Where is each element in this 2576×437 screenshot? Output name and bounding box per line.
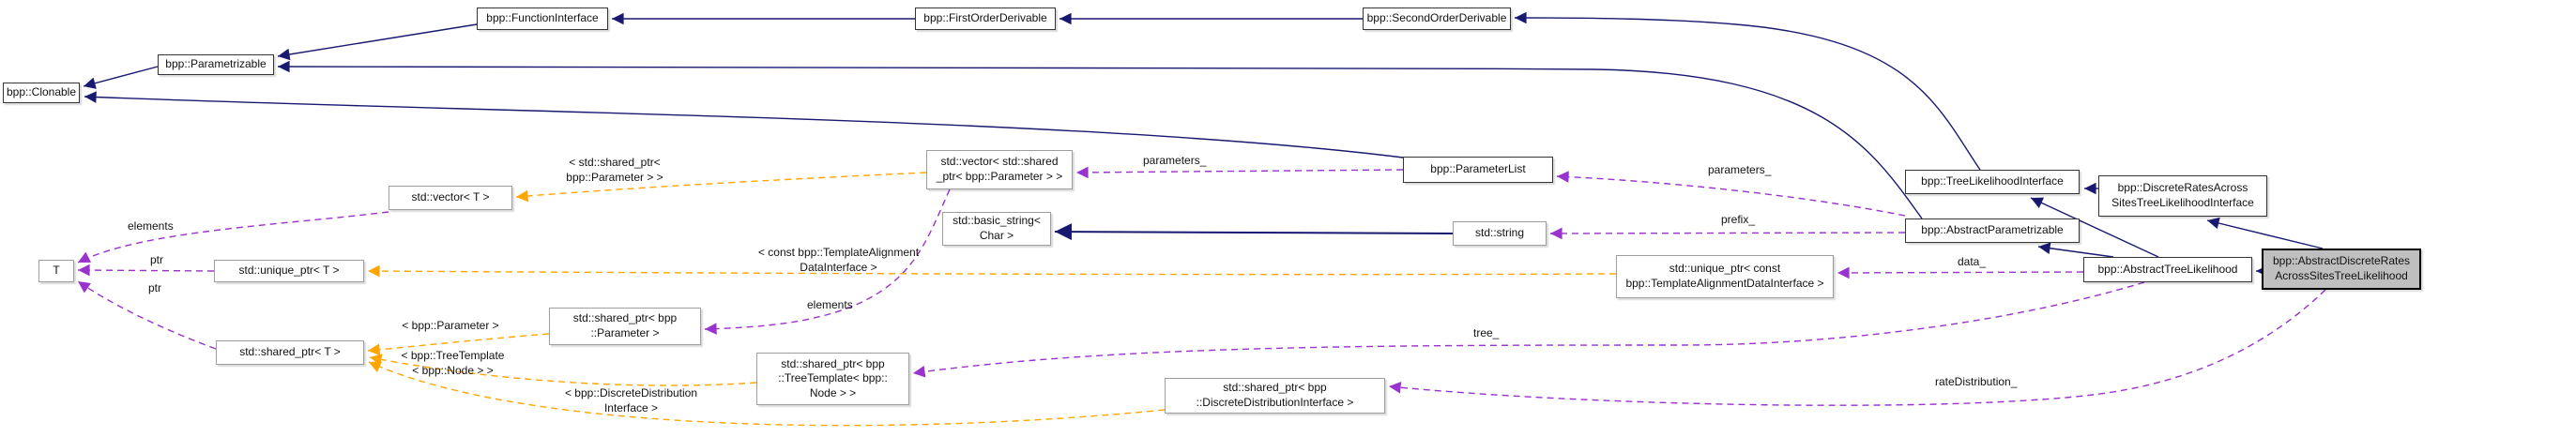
edge-abstractparametrizable-string-prefix — [1549, 227, 1906, 240]
edge-target-shareddist-ratedistribution — [1388, 289, 2326, 406]
edge-abstractparametrizable-parameterlist-parameters — [1556, 171, 1906, 217]
edge-sharedt-t-ptr — [77, 280, 217, 350]
edge-label-template-shared-param: < std::shared_ptr< bpp::Parameter > > — [566, 156, 663, 184]
edge-label-ptr-shared: ptr — [148, 281, 162, 294]
node-bpp-firstorderderivable[interactable]: bpp::FirstOrderDerivable — [915, 8, 1056, 30]
node-bpp-abstractparametrizable[interactable]: bpp::AbstractParametrizable — [1905, 218, 2080, 243]
node-std-shared-ptr-parameter[interactable]: std::shared_ptr< bpp ::Parameter > — [549, 308, 701, 345]
edge-label-prefix: prefix_ — [1721, 213, 1756, 226]
edge-treelikelihood-to-secondorder — [1514, 11, 1981, 171]
edge-uniquet-t-ptr — [77, 264, 215, 277]
edge-target-to-discreteiface — [2206, 217, 2324, 249]
node-std-basic-string[interactable]: std::basic_string< Char > — [942, 212, 1051, 246]
node-bpp-discreterates-interface[interactable]: bpp::DiscreteRatesAcross SitesTreeLikeli… — [2098, 175, 2267, 217]
edge-label-template-const-data: < const bpp::TemplateAlignment DataInter… — [757, 246, 920, 274]
node-std-unique-ptr-alignmentdata[interactable]: std::unique_ptr< const bpp::TemplateAlig… — [1616, 255, 1834, 298]
node-std-vector-t[interactable]: std::vector< T > — [389, 186, 512, 210]
edge-parameterlist-to-clonable — [84, 91, 1404, 158]
node-bpp-parameterlist[interactable]: bpp::ParameterList — [1403, 157, 1553, 183]
node-std-string[interactable]: std::string — [1453, 221, 1547, 246]
edge-label-elements-left: elements — [128, 219, 174, 233]
edge-abstracttree-uniquedata-data — [1837, 266, 2084, 279]
edge-label-template-discretedist: < bpp::DiscreteDistribution Interface > — [564, 386, 698, 414]
edge-label-data: data_ — [1958, 255, 1987, 268]
edge-parameterlist-vectorparam-parameters — [1075, 166, 1404, 179]
edge-label-ratedistribution: rateDistribution_ — [1935, 375, 2018, 388]
edge-vectort-t-elements — [77, 211, 389, 264]
edge-label-tree: tree_ — [1473, 326, 1500, 339]
edge-label-template-parameter: < bpp::Parameter > — [402, 319, 499, 332]
edge-abstracttree-to-abstractparametrizable — [2037, 242, 2114, 258]
edge-label-elements-mid: elements — [807, 298, 853, 311]
edge-label-parameters-a: parameters_ — [1143, 154, 1207, 167]
node-bpp-secondorderderivable[interactable]: bpp::SecondOrderDerivable — [1363, 8, 1511, 30]
node-bpp-clonable[interactable]: bpp::Clonable — [3, 83, 80, 103]
edge-label-template-treetemplate: < bpp::TreeTemplate < bpp::Node > > — [401, 349, 505, 377]
edge-string-to-basicstring — [1054, 223, 1454, 241]
node-std-shared-ptr-discretedistribution[interactable]: std::shared_ptr< bpp ::DiscreteDistribut… — [1165, 378, 1385, 414]
edge-functioninterface-to-parametrizable — [277, 23, 478, 61]
node-std-unique-ptr-t[interactable]: std::unique_ptr< T > — [214, 260, 364, 282]
node-bpp-functioninterface[interactable]: bpp::FunctionInterface — [477, 8, 608, 30]
node-bpp-parametrizable[interactable]: bpp::Parametrizable — [158, 54, 274, 75]
node-bpp-treelikelihoodinterface[interactable]: bpp::TreeLikelihoodInterface — [1905, 170, 2080, 194]
edge-label-ptr-unique: ptr — [150, 253, 164, 266]
edge-label-parameters-b: parameters_ — [1708, 163, 1772, 176]
node-std-vector-shared-ptr-parameter[interactable]: std::vector< std::shared _ptr< bpp::Para… — [926, 150, 1073, 189]
edge-abstracttree-sharedtree-tree — [912, 281, 2145, 378]
node-bpp-abstractdiscreterates-target: bpp::AbstractDiscreteRates AcrossSitesTr… — [2262, 249, 2421, 290]
node-std-shared-ptr-t[interactable]: std::shared_ptr< T > — [216, 340, 364, 365]
node-std-shared-ptr-treetemplate[interactable]: std::shared_ptr< bpp ::TreeTemplate< bpp… — [756, 353, 909, 405]
edge-uniquedata-to-uniquet-template — [367, 264, 1617, 278]
node-bpp-abstracttreelikelihood[interactable]: bpp::AbstractTreeLikelihood — [2083, 257, 2252, 282]
edge-parametrizable-to-clonable — [83, 66, 159, 89]
node-t[interactable]: T — [38, 260, 74, 282]
edge-abstractparametrizable-to-parametrizable — [277, 60, 1923, 219]
